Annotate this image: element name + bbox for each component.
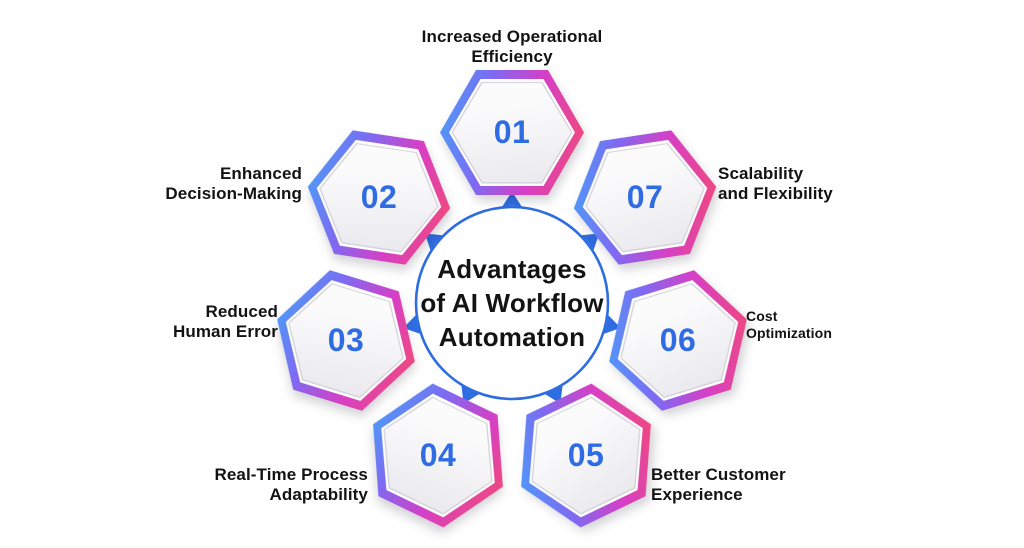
hexagon-03: 03 <box>274 278 418 403</box>
arrow-icon <box>424 233 445 252</box>
hexagon-label-07: Scalability and Flexibility <box>718 164 833 203</box>
hexagon-label-04: Real-Time Process Adaptability <box>214 465 368 504</box>
arrow-icons <box>403 191 621 404</box>
arrow-icon <box>403 313 422 335</box>
diagram-title-line: Automation <box>438 322 586 352</box>
diagram-title: Advantages of AI Workflow Automation <box>362 252 662 354</box>
diagram-title-line: of AI Workflow <box>420 288 604 318</box>
hexagon-07-number: 07 <box>626 179 664 215</box>
diagram-title-line: Advantages <box>437 254 587 284</box>
hexagon-label-02: Enhanced Decision-Making <box>165 164 302 203</box>
hexagon-01: 01 <box>440 70 584 195</box>
hexagon-01-shape <box>440 70 584 195</box>
arrow-icon <box>602 313 621 335</box>
hexagon-02: 02 <box>307 135 451 260</box>
hexagon-05-number: 05 <box>567 437 605 473</box>
arrow-icon <box>579 233 600 252</box>
hexagon-04: 04 <box>366 393 510 518</box>
arrow-icon <box>501 191 523 208</box>
hexagon-04-number: 04 <box>419 437 457 473</box>
arrow-icon <box>543 384 563 404</box>
hexagon-03-number: 03 <box>327 322 365 358</box>
hexagon-06-number: 06 <box>659 322 697 358</box>
arrow-icon <box>461 384 481 404</box>
hexagon-label-05: Better Customer Experience <box>651 465 786 504</box>
hexagon-label-03: Reduced Human Error <box>172 302 278 341</box>
hexagon-06: 06 <box>606 278 750 403</box>
hexagon-label-06: Cost Optimization <box>746 308 832 341</box>
hexagon-02-number: 02 <box>360 179 398 215</box>
hexagon-01-number: 01 <box>493 114 531 150</box>
hexagon-07: 07 <box>573 135 717 260</box>
center-circle <box>414 205 610 401</box>
hexagon-05: 05 <box>514 393 658 518</box>
hexagon-label-01: Increased Operational Efficiency <box>421 27 603 66</box>
